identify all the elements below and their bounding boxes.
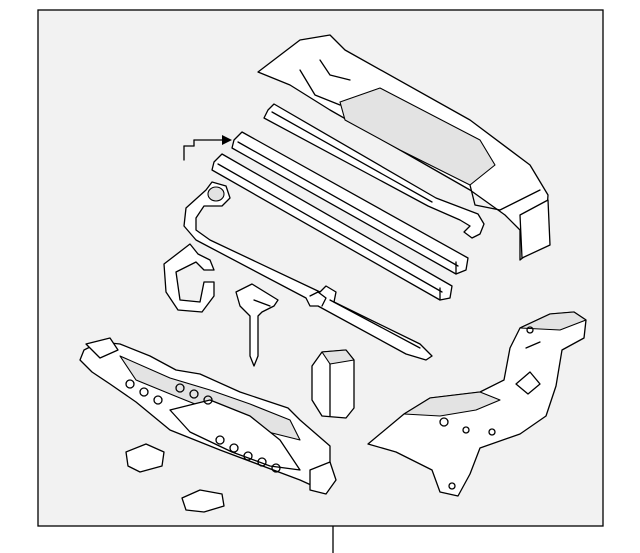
wheel-lug-wrench-icon [183, 181, 433, 361]
scissor-jack-icon [79, 337, 337, 513]
jack-handle-rod-lower-icon [211, 153, 453, 301]
jack-handle-rod-icon [231, 131, 469, 275]
carrier-tray-icon [257, 34, 551, 261]
jack-handle-extension-icon [263, 103, 485, 239]
jack-bracket-icon [367, 311, 587, 497]
callout-arrow [183, 135, 232, 161]
foam-block-icon [311, 349, 355, 419]
wing-bolt-icon [235, 283, 279, 367]
retainer-clip-icon [163, 243, 215, 313]
